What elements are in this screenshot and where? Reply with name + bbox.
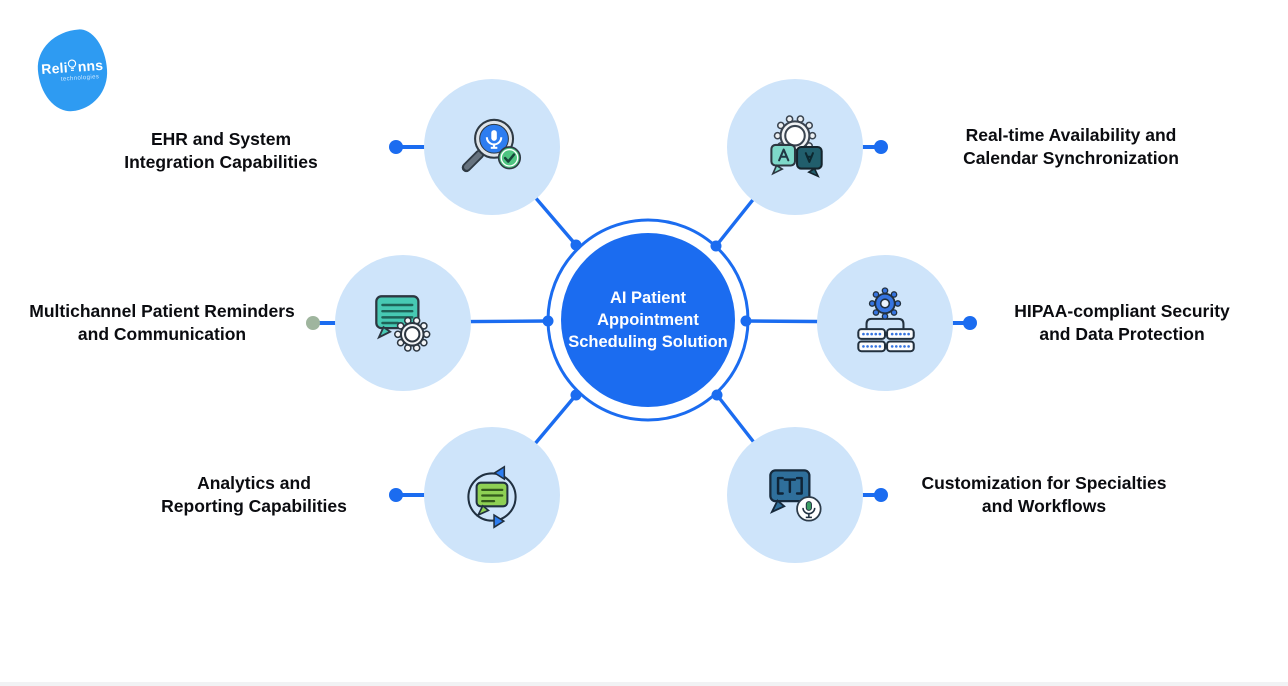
chat-bubble-gear-icon (375, 295, 431, 352)
gear-blue (868, 287, 902, 320)
gear-outline (394, 316, 431, 352)
hub-title-line-2: Appointment (597, 311, 699, 329)
language-chat-gear-icon (770, 115, 823, 178)
feature-node-analytics-reporting (424, 427, 560, 563)
feature-label-customization-workflows: Customization for Specialties and Workfl… (921, 473, 1167, 516)
logo-brand: Reli nns (40, 56, 104, 78)
bracket-t-glyph (776, 476, 803, 495)
chat-sync-arrows-icon (467, 465, 517, 529)
server-stacks (857, 328, 915, 353)
feature-label-ehr-integration: EHR and System Integration Capabilities (124, 129, 318, 172)
hub-title-line-1: AI Patient (609, 289, 687, 307)
feature-node-customization-workflows (727, 427, 863, 563)
logo: Reli nns technologies (35, 27, 110, 114)
chat-text-mic-icon (769, 469, 822, 522)
sync-arrowhead-top (493, 465, 506, 481)
chat-bubble-translate (796, 145, 823, 178)
feature-node-ehr-integration (424, 79, 560, 215)
lightbulb-icon (68, 59, 77, 71)
sync-arrowhead-bottom (493, 513, 506, 529)
hub-title-line-3: Scheduling Solution (568, 333, 728, 351)
feature-node-hipaa-security (817, 255, 953, 391)
logo-brand-right: nns (77, 56, 104, 75)
feature-node-realtime-availability (727, 79, 863, 215)
server-gear-icon (857, 287, 915, 353)
feature-label-analytics-reporting: Analytics and Reporting Capabilities (161, 473, 347, 516)
page-bottom-edge (0, 682, 1288, 686)
bubble-text-lines (481, 488, 504, 503)
logo-tagline: technologies (60, 74, 100, 83)
feature-label-multichannel-reminders: Multichannel Patient Reminders and Commu… (29, 301, 295, 344)
chat-bubble-a (770, 143, 797, 176)
feature-node-multichannel-reminders (335, 255, 471, 391)
feature-label-hipaa-security: HIPAA-compliant Security and Data Protec… (1014, 301, 1230, 344)
feature-label-realtime-availability: Real-time Availability and Calendar Sync… (963, 125, 1179, 168)
logo-brand-left: Reli (40, 59, 69, 78)
hub-circle: AI Patient Appointment Scheduling Soluti… (561, 233, 735, 407)
voice-search-check-icon (461, 118, 522, 173)
sage-dot (306, 316, 320, 330)
